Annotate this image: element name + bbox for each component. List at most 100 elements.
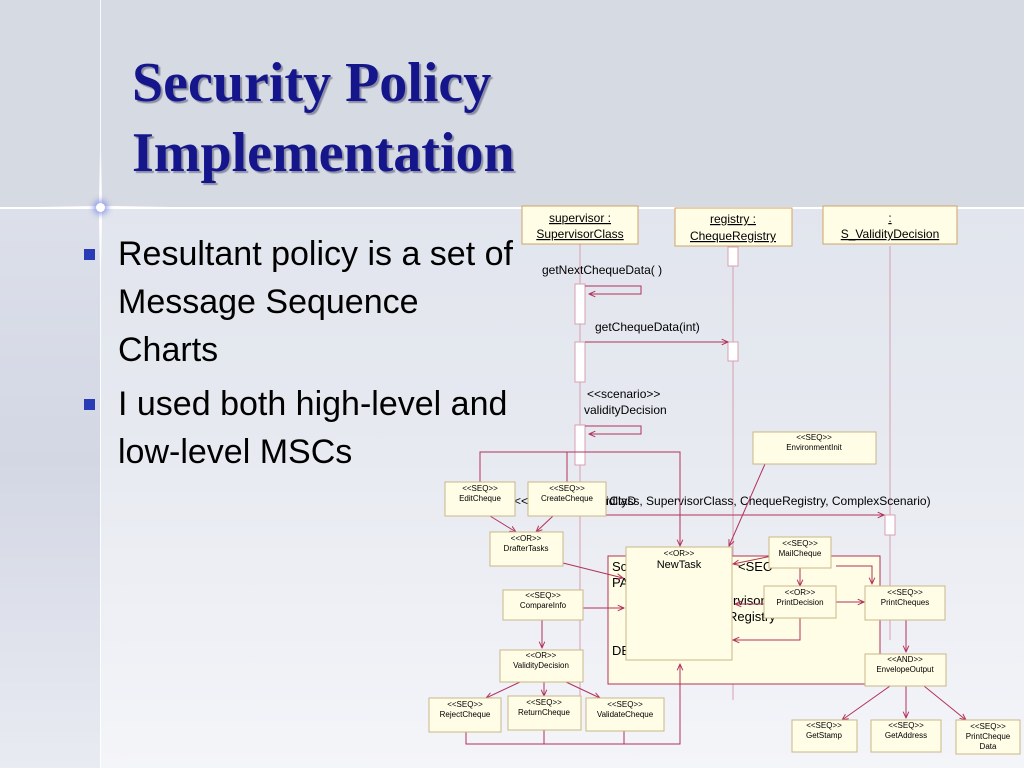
title-line-1: Security Policy <box>132 52 492 114</box>
activation-box <box>727 246 739 267</box>
task-node-newtask: <<OR>> NewTask <box>625 546 733 661</box>
node-name: GetStamp <box>806 731 843 740</box>
task-node: <<OR>> PrintDecision <box>763 585 837 619</box>
edge-arrow <box>733 555 773 564</box>
sparkle-icon <box>96 203 105 212</box>
node-stereotype: <<SEQ>> <box>607 700 643 709</box>
activation-box <box>884 514 896 536</box>
node-name: NewTask <box>657 559 702 571</box>
node-name: PrintDecision <box>776 598 823 607</box>
message-label: getNextChequeData( ) <box>542 263 662 277</box>
lifeline-name: registry : <box>710 212 756 226</box>
node-stereotype: <<SEQ>> <box>806 721 842 730</box>
task-node: <<OR>> ValidityDecision <box>499 649 584 683</box>
edge-arrow <box>923 685 966 720</box>
lifeline-head-supervisor: supervisor : SupervisorClass <box>521 205 639 245</box>
frame-text: rvisor <box>733 593 765 608</box>
node-stereotype: <<OR>> <box>526 651 557 660</box>
task-node: <<SEQ>> MailCheque <box>768 536 832 569</box>
title-divider <box>0 207 1024 209</box>
edge-arrow <box>486 681 521 698</box>
message-label: validityDecision <box>584 403 667 417</box>
bullet-text: Resultant policy is a set of Message Seq… <box>118 235 513 369</box>
task-node: <<SEQ>> PrintCheques <box>864 585 946 621</box>
message-label: fterClass, SupervisorClass, ChequeRegist… <box>592 494 931 508</box>
activation-box <box>574 424 586 466</box>
self-message-arrow <box>585 425 642 434</box>
node-name: ReturnCheque <box>518 708 571 717</box>
node-name: MailCheque <box>779 549 822 558</box>
edge-arrow <box>489 515 516 532</box>
node-stereotype: <<SEQ>> <box>888 721 924 730</box>
task-node: <<SEQ>> ValidateCheque <box>585 697 665 732</box>
lifeline-type: S_ValidityDecision <box>841 227 940 241</box>
node-stereotype: <<SEQ>> <box>796 433 832 442</box>
frame-text: Sc <box>612 559 628 574</box>
task-node: <<OR>> DrafterTasks <box>489 531 564 567</box>
node-name: CreateCheque <box>541 494 594 503</box>
title-band <box>0 0 1024 207</box>
node-stereotype: <<SEQ>> <box>782 539 818 548</box>
edge-arrow <box>733 618 801 640</box>
lifeline-head-registry: registry : ChequeRegistry <box>674 207 793 247</box>
node-stereotype: <<SEQ>> <box>462 484 498 493</box>
frame-text: <SEC <box>738 559 772 574</box>
task-node: <<SEQ>> EditCheque <box>444 481 516 517</box>
sparkle-horizontal <box>40 206 170 209</box>
task-node: <<SEQ>> RejectCheque <box>428 697 502 733</box>
node-name: DrafterTasks <box>504 544 549 553</box>
node-stereotype: <<SEQ>> <box>970 722 1006 731</box>
task-node: <<SEQ>> PrintCheque Data <box>955 719 1021 755</box>
node-stereotype: <<SEQ>> <box>525 591 561 600</box>
node-name: EnvironmentInit <box>786 443 842 452</box>
self-message-arrow <box>585 285 642 294</box>
node-name-line-2: Data <box>980 742 997 751</box>
bullet-text: I used both high-level and low-level MSC… <box>118 385 508 471</box>
node-stereotype: <<SEQ>> <box>549 484 585 493</box>
node-stereotype: <<AND>> <box>887 655 923 664</box>
node-stereotype: <<SEQ>> <box>526 698 562 707</box>
bullet-item: I used both high-level and low-level MSC… <box>84 380 514 476</box>
node-name: EnvelopeOutput <box>876 665 934 674</box>
edge-arrow <box>729 463 766 546</box>
edge-arrow <box>536 515 554 532</box>
edge-arrow <box>479 451 680 546</box>
node-stereotype: <<OR>> <box>511 534 542 543</box>
message-label: getChequeData(int) <box>595 320 700 334</box>
node-name: RejectCheque <box>440 710 491 719</box>
activation-box <box>574 341 586 383</box>
task-node: <<SEQ>> ReturnCheque <box>507 695 582 731</box>
node-name: PrintCheques <box>881 598 929 607</box>
task-node: <<SEQ>> GetAddress <box>870 719 942 753</box>
edge-arrow <box>842 685 891 720</box>
sequence-diagram: supervisor : SupervisorClass registry : … <box>514 205 958 700</box>
node-name: ValidityDecision <box>513 661 569 670</box>
lifeline-name: : <box>888 211 891 225</box>
node-stereotype: <<OR>> <box>664 549 695 558</box>
vertical-divider <box>100 0 101 768</box>
node-name: CompareInfo <box>520 601 567 610</box>
bullet-item: Resultant policy is a set of Message Seq… <box>84 230 514 374</box>
node-stereotype: <<OR>> <box>785 588 816 597</box>
lifeline-head-validity: : S_ValidityDecision <box>822 205 958 245</box>
bullet-square-icon <box>84 249 95 260</box>
message-label: <<scenario>> <box>587 387 660 401</box>
task-node: <<SEQ>> EnvironmentInit <box>752 431 877 465</box>
task-node: <<SEQ>> GetStamp <box>791 719 858 753</box>
bullet-list: Resultant policy is a set of Message Seq… <box>84 230 514 482</box>
node-stereotype: <<SEQ>> <box>447 700 483 709</box>
edge-arrow <box>465 664 680 745</box>
task-node: <<SEQ>> CompareInfo <box>502 589 584 621</box>
node-name-line-1: PrintCheque <box>966 732 1011 741</box>
title-line-2: Implementation <box>132 122 515 184</box>
node-name: EditCheque <box>459 494 501 503</box>
slide-title: Security Policy Implementation <box>132 48 515 188</box>
lifeline-name: supervisor : <box>549 211 611 225</box>
task-node: <<AND>> EnvelopeOutput <box>864 653 947 687</box>
edge-arrow <box>565 681 600 698</box>
lifeline-type: SupervisorClass <box>536 227 623 241</box>
lifeline-type: ChequeRegistry <box>690 229 776 243</box>
bullet-square-icon <box>84 399 95 410</box>
node-name: ValidateCheque <box>597 710 654 719</box>
task-node: <<SEQ>> CreateCheque <box>527 481 607 517</box>
